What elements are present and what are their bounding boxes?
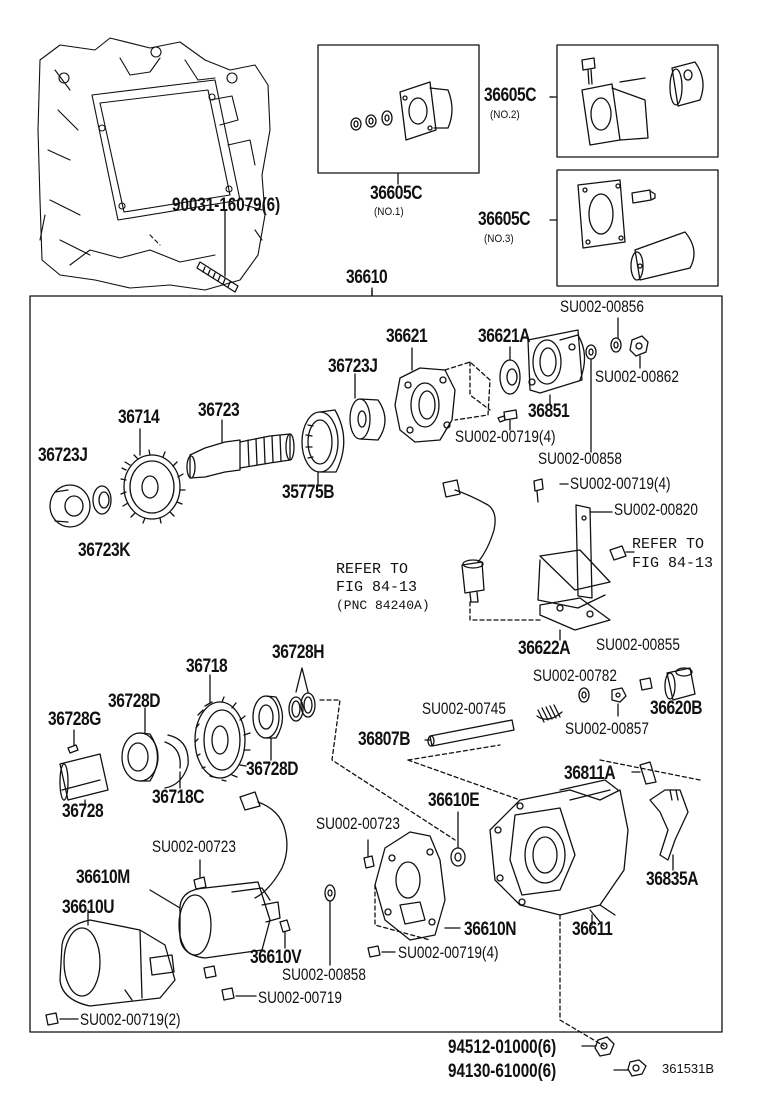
part-36728h-label[interactable]: 36728H <box>272 642 325 663</box>
inset-no2-parts <box>582 58 703 145</box>
part-su002-00723-mid-label[interactable]: SU002-00723 <box>316 814 400 833</box>
part-su002-00858-top-label[interactable]: SU002-00858 <box>538 449 622 468</box>
main-assembly-label[interactable]: 36610 <box>346 267 388 288</box>
part-36621-label[interactable]: 36621 <box>386 326 428 347</box>
diagram-reference-code: 361531B <box>662 1061 715 1076</box>
part-su002-00745-label[interactable]: SU002-00745 <box>422 699 506 718</box>
lower-gear-train <box>60 668 455 840</box>
bottom-fasteners <box>582 1037 646 1076</box>
part-94512-label[interactable]: 94512-01000(6) <box>448 1037 557 1058</box>
part-36620b-label[interactable]: 36620B <box>650 698 703 719</box>
part-36610e-label[interactable]: 36610E <box>428 790 480 811</box>
part-36718-label[interactable]: 36718 <box>186 656 228 677</box>
part-94130-label[interactable]: 94130-61000(6) <box>448 1061 557 1082</box>
inset-no1-part-label[interactable]: 36605C <box>370 183 423 204</box>
part-su002-00856-label[interactable]: SU002-00856 <box>560 297 644 316</box>
part-su002-00782-label[interactable]: SU002-00782 <box>533 666 617 685</box>
stud-bolt-drawing <box>197 210 238 292</box>
part-36610v-label[interactable]: 36610V <box>250 947 302 968</box>
part-su002-00858-bottom-label[interactable]: SU002-00858 <box>282 965 366 984</box>
cover-plate-drawing <box>325 812 465 965</box>
part-36835a-label[interactable]: 36835A <box>646 869 699 890</box>
part-su002-00857-label[interactable]: SU002-00857 <box>565 719 649 738</box>
refer-left-line1: REFER TO <box>336 561 409 578</box>
part-36610u-label[interactable]: 36610U <box>62 897 115 918</box>
part-36851-label[interactable]: 36851 <box>528 401 570 422</box>
part-su002-00719-2-label[interactable]: SU002-00719(2) <box>80 1010 181 1029</box>
transfer-housing-drawing <box>490 780 628 1046</box>
part-36621a-label[interactable]: 36621A <box>478 326 531 347</box>
refer-left-line3: (PNC 84240A) <box>336 598 430 613</box>
refer-right-line1: REFER TO <box>632 536 705 553</box>
part-su002-00719-4c-label[interactable]: SU002-00719(4) <box>398 943 499 962</box>
part-36728g-label[interactable]: 36728G <box>48 709 101 730</box>
transmission-case-drawing <box>38 38 270 290</box>
inset-no3-variant-label: (NO.3) <box>484 233 514 245</box>
part-36610n-label[interactable]: 36610N <box>464 919 517 940</box>
leader-lines <box>372 97 553 296</box>
refer-left-line2[interactable]: FIG 84-13 <box>336 579 418 596</box>
part-36728d-right-label[interactable]: 36728D <box>246 759 299 780</box>
part-su002-00719-4a-label[interactable]: SU002-00719(4) <box>455 427 556 446</box>
actuator-motor-drawing <box>46 792 290 1025</box>
part-36611-label[interactable]: 36611 <box>572 919 613 940</box>
part-su002-00723-left-label[interactable]: SU002-00723 <box>152 837 236 856</box>
upper-gear-train <box>50 318 648 527</box>
inset-no2-part-label[interactable]: 36605C <box>484 85 537 106</box>
part-36728-label[interactable]: 36728 <box>62 801 104 822</box>
part-su002-00820-label[interactable]: SU002-00820 <box>614 500 698 519</box>
inset-no1-parts <box>351 82 452 140</box>
part-su002-00862-label[interactable]: SU002-00862 <box>595 367 679 386</box>
part-36723j-left-label[interactable]: 36723J <box>38 445 88 466</box>
refer-right-line2[interactable]: FIG 84-13 <box>632 555 714 572</box>
mid-right-small-parts <box>408 668 700 870</box>
part-36714-label[interactable]: 36714 <box>118 407 160 428</box>
part-su002-00719-4b-label[interactable]: SU002-00719(4) <box>570 474 671 493</box>
part-36807b-label[interactable]: 36807B <box>358 729 411 750</box>
part-36811a-label[interactable]: 36811A <box>564 763 616 784</box>
inset-no3-part-label[interactable]: 36605C <box>478 209 531 230</box>
part-36610m-label[interactable]: 36610M <box>76 867 130 888</box>
part-su002-00855-label[interactable]: SU002-00855 <box>596 635 680 654</box>
inset-no1-variant-label: (NO.1) <box>374 206 404 218</box>
part-su002-00719-label[interactable]: SU002-00719 <box>258 988 342 1007</box>
part-36718c-label[interactable]: 36718C <box>152 787 205 808</box>
sensor-bracket-assembly <box>443 479 634 640</box>
part-36723j-top-label[interactable]: 36723J <box>328 356 378 377</box>
part-36622a-label[interactable]: 36622A <box>518 638 571 659</box>
inset-no2-variant-label: (NO.2) <box>490 109 520 121</box>
inset-no3-parts <box>578 180 694 280</box>
part-36723-label[interactable]: 36723 <box>198 400 240 421</box>
part-36723k-label[interactable]: 36723K <box>78 540 131 561</box>
stud-bolt-label[interactable]: 90031-16079(6) <box>172 195 281 216</box>
part-35775b-label[interactable]: 35775B <box>282 482 335 503</box>
part-36728d-left-label[interactable]: 36728D <box>108 691 161 712</box>
